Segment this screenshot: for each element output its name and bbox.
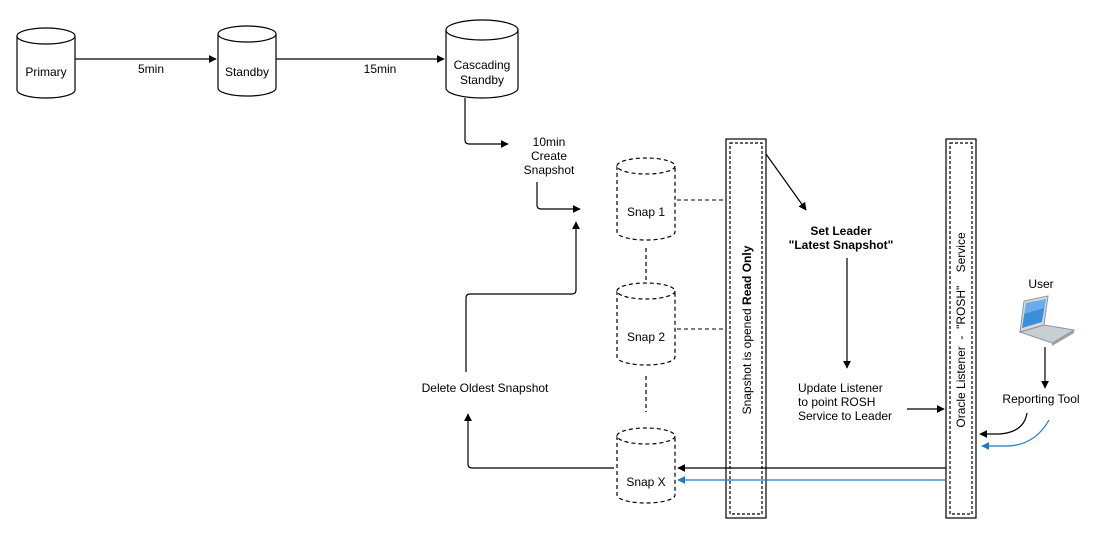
edge-bar-to-set-leader [765,153,807,211]
cascading-standby-database[interactable]: Cascading Standby [445,19,519,99]
snapx-label: Snap X [626,475,665,489]
create-label-line3: Snapshot [524,163,575,177]
update-listener-line2: to point ROSH [798,395,875,409]
user-label: User [1028,277,1053,291]
read-only-text: Snapshot is opened Read Only [740,245,754,414]
set-leader-line2: "Latest Snapshot" [789,238,894,252]
oracle-listener-bar: Oracle Listener - "ROSH" Service [945,138,977,519]
listener-text: Oracle Listener - "ROSH" Service [954,232,968,428]
snap2-label: Snap 2 [627,330,665,344]
set-leader-line1: Set Leader [810,224,872,238]
update-listener-line3: Service to Leader [798,409,892,423]
cascading-label-line2: Standby [460,73,504,87]
edge-snapx-to-delete [464,413,614,469]
standby-label: Standby [225,65,269,79]
update-listener-line1: Update Listener [798,381,883,395]
edge-cascading-create [464,98,509,148]
snap1-database[interactable]: Snap 1 [616,157,676,241]
cascading-label-line1: Cascading [454,58,511,72]
edge-create-snapshot [536,182,581,213]
standby-database[interactable]: Standby [217,25,277,97]
read-only-bold: Read Only [740,245,754,305]
edge-reporting-to-listener-blue [981,419,1050,450]
create-label-line2: Create [531,149,567,163]
snapx-database[interactable]: Snap X [616,427,676,504]
primary-label: Primary [25,65,66,79]
edge-delete-to-snapshot [465,221,580,372]
read-only-bar: Snapshot is opened Read Only [725,138,767,519]
reporting-tool-label[interactable]: Reporting Tool [1002,392,1079,406]
edge-label-15min: 15min [364,62,397,76]
read-only-prefix: Snapshot is opened [740,305,754,414]
delete-oldest-label: Delete Oldest Snapshot [422,381,549,395]
laptop-icon [1018,295,1076,346]
edge-label-5min: 5min [138,62,164,76]
snap1-label: Snap 1 [627,205,665,219]
edge-reporting-to-listener [979,412,1028,438]
create-label-line1: 10min [533,135,566,149]
snap2-database[interactable]: Snap 2 [616,282,676,366]
primary-database[interactable]: Primary [16,27,76,99]
